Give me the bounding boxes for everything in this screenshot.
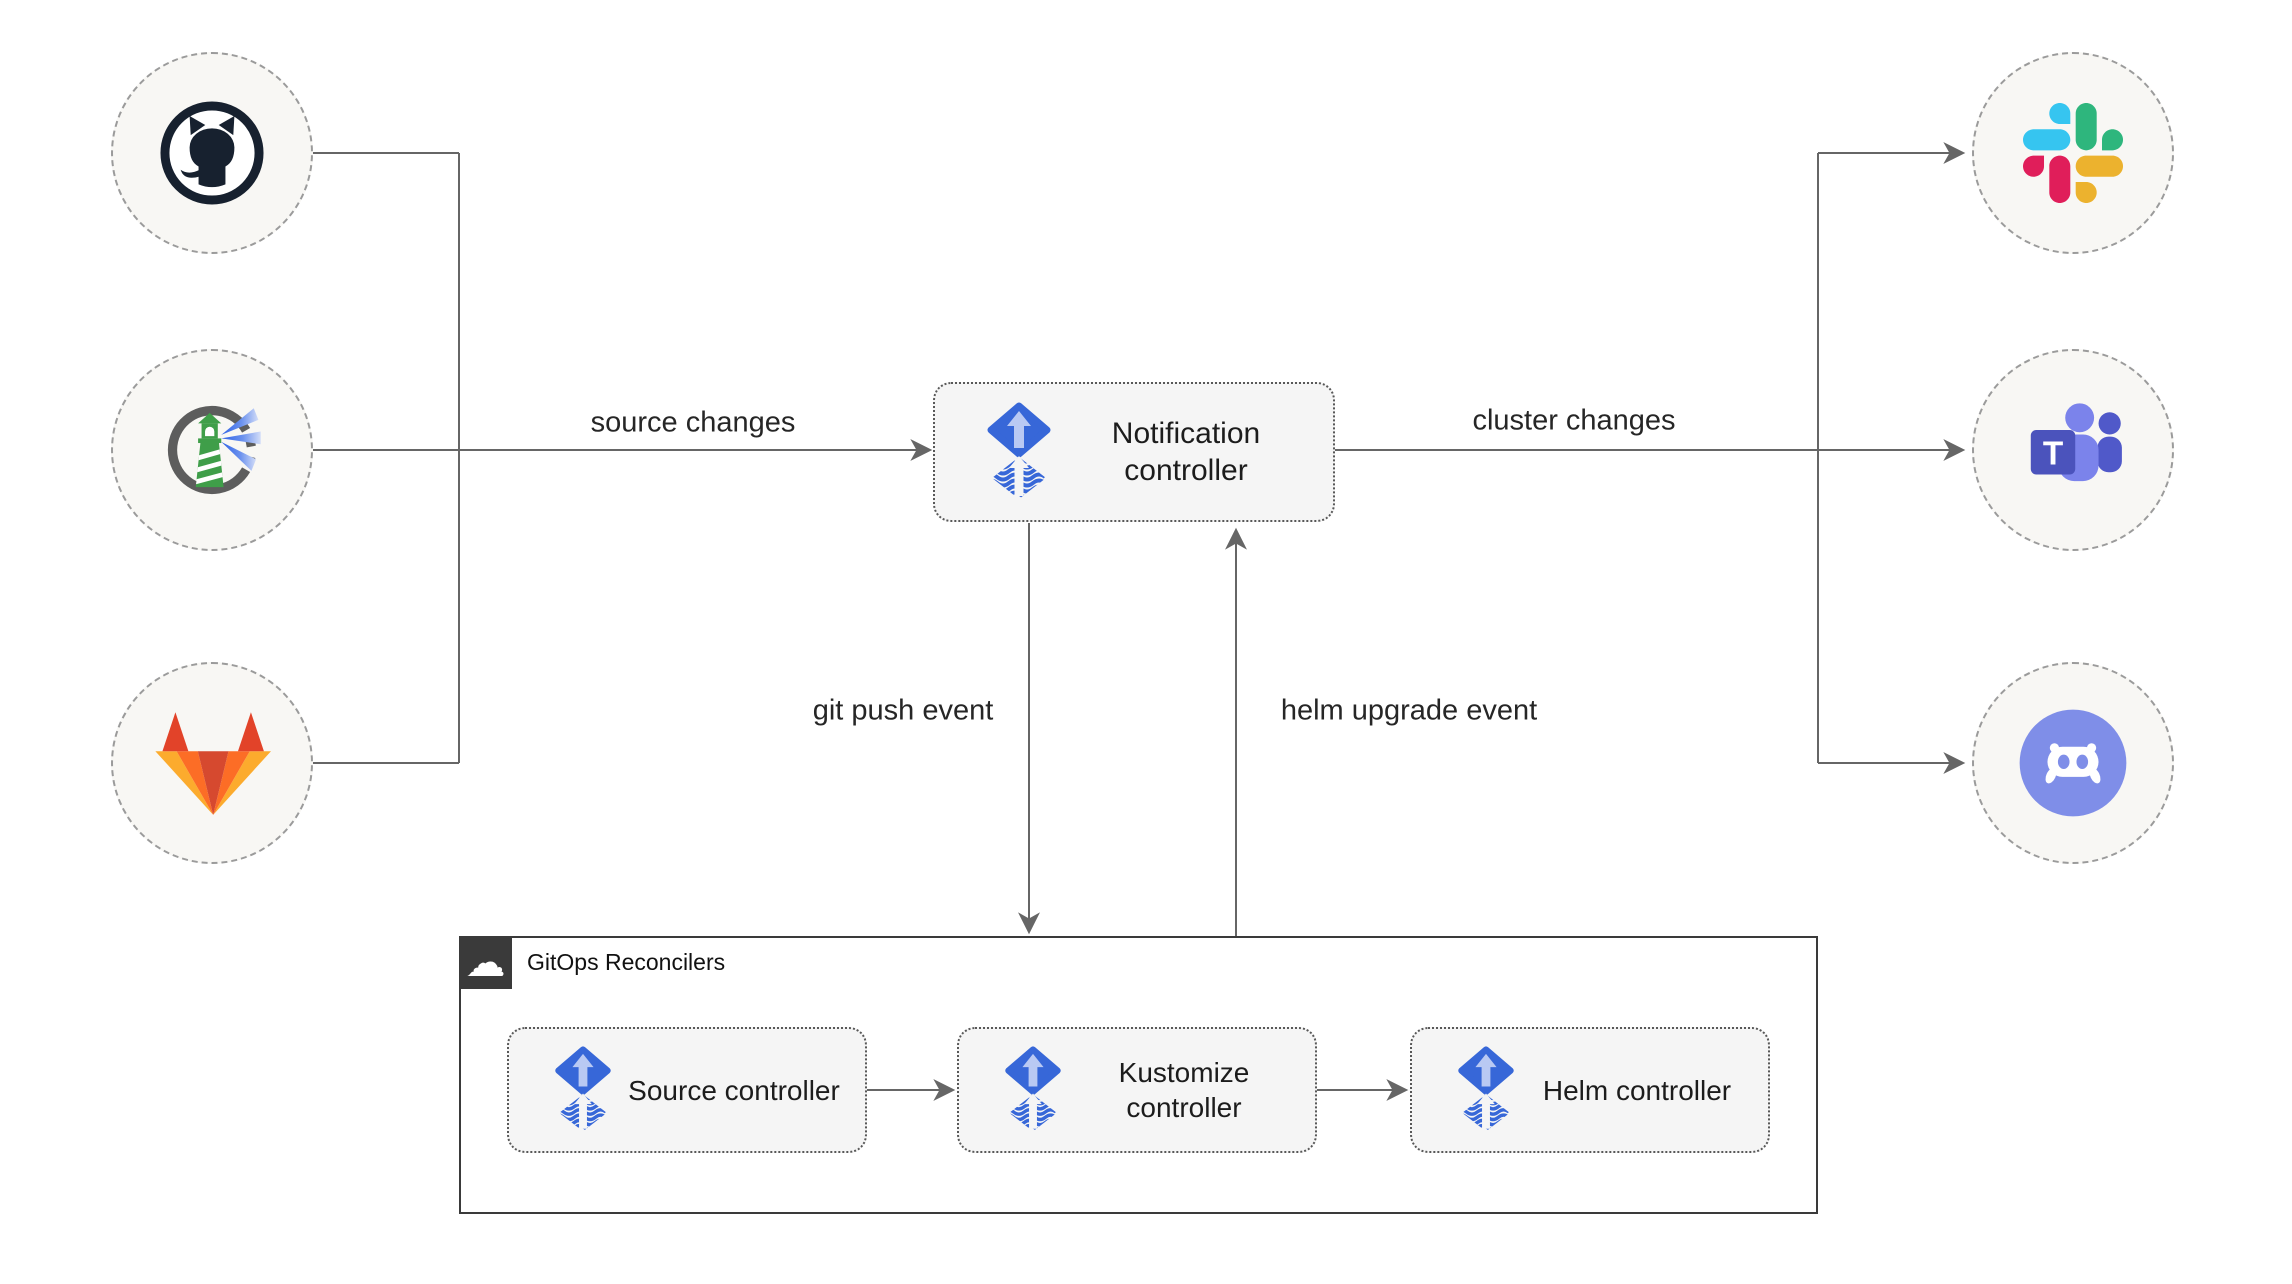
github-icon: [160, 101, 264, 205]
node-teams: T: [1972, 349, 2174, 551]
node-harbor: [111, 349, 313, 551]
node-source-controller: Source controller: [507, 1027, 867, 1153]
gitops-reconcilers-label: GitOps Reconcilers: [527, 949, 726, 975]
teams-icon: T: [2030, 403, 2122, 482]
cloud-icon: ☁: [465, 939, 506, 986]
node-kustomize-controller: Kustomize controller: [957, 1027, 1317, 1153]
kustomize-controller-label: Kustomize controller: [1118, 1057, 1250, 1123]
node-slack: [1972, 52, 2174, 254]
svg-text:T: T: [2043, 435, 2063, 472]
flux-icon: [969, 402, 1069, 502]
slack-icon: [2023, 103, 2123, 203]
discord-icon: [2019, 709, 2127, 817]
harbor-icon: [167, 405, 261, 495]
node-gitlab: [111, 662, 313, 864]
edge-label-git-push-event: git push event: [812, 694, 994, 727]
node-notification-controller: Notification controller: [933, 382, 1335, 522]
node-github: [111, 52, 313, 254]
gitops-reconcilers-group: ☁ GitOps Reconcilers: [459, 936, 1818, 1214]
notification-controller-label: Notification controller: [1111, 416, 1261, 488]
edge-label-helm-upgrade-event: helm upgrade event: [1280, 694, 1538, 727]
group-header-badge: ☁: [459, 936, 512, 989]
flux-icon: [539, 1046, 627, 1134]
flux-icon: [1442, 1046, 1530, 1134]
node-helm-controller: Helm controller: [1410, 1027, 1770, 1153]
edge-label-cluster-changes: cluster changes: [1472, 404, 1676, 437]
source-controller-label: Source controller: [628, 1074, 840, 1106]
gitlab-icon: [155, 712, 271, 815]
helm-controller-label: Helm controller: [1542, 1074, 1732, 1106]
flux-icon: [989, 1046, 1077, 1134]
edge-label-source-changes: source changes: [590, 406, 796, 439]
node-discord: [1972, 662, 2174, 864]
